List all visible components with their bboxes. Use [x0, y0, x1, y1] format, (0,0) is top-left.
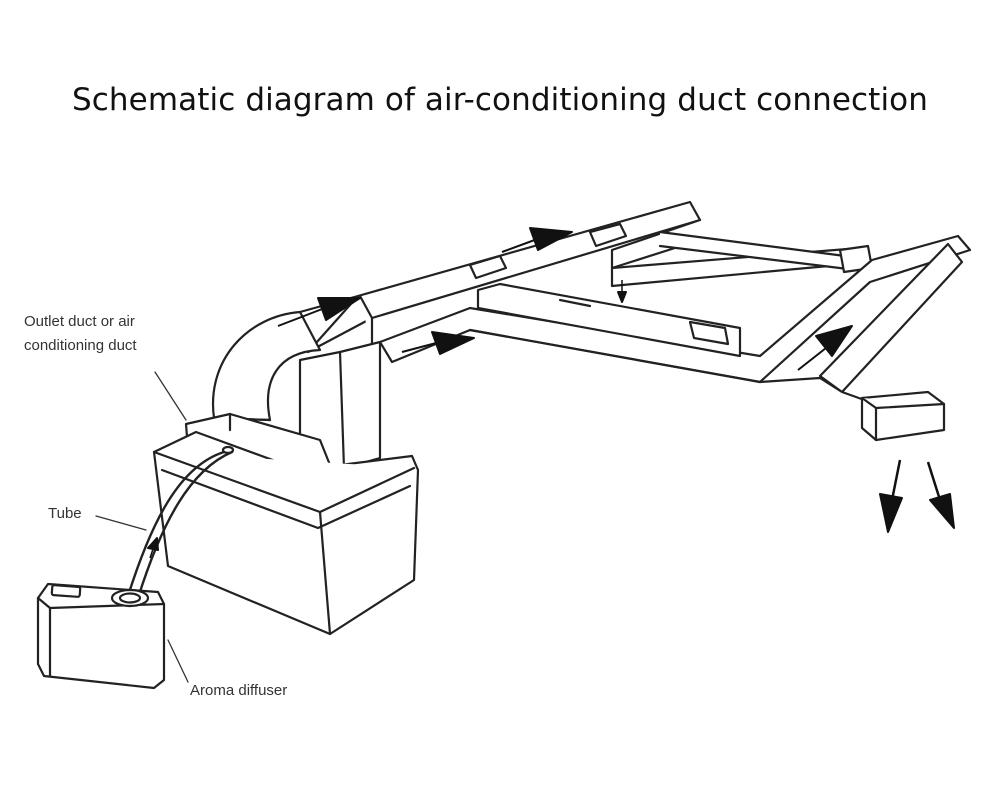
tube-leader — [95, 515, 147, 531]
arrow-icon — [401, 331, 475, 355]
arrow-icon — [501, 227, 573, 253]
arrow-icon — [147, 537, 159, 559]
tube — [126, 445, 235, 600]
aroma-diffuser-device — [36, 582, 166, 690]
arrow-icon — [879, 459, 903, 533]
duct-network — [184, 200, 972, 490]
arrow-icon — [797, 325, 853, 371]
aroma-diffuser-label: Aroma diffuser — [190, 682, 287, 699]
aroma-diffuser-leader — [167, 639, 189, 683]
air-handler-unit — [152, 430, 420, 636]
outlet-duct-leader — [154, 371, 187, 421]
label-leaders — [95, 371, 189, 683]
outlet-duct-label-line1: Outlet duct or air — [24, 313, 135, 330]
diagram-title: Schematic diagram of air-conditioning du… — [72, 82, 928, 118]
tube-label: Tube — [48, 505, 82, 522]
arrow-icon — [617, 280, 627, 303]
outlet-duct-label-line2: conditioning duct — [24, 337, 137, 354]
airflow-arrows — [147, 227, 955, 559]
arrow-icon — [277, 297, 361, 327]
arrow-icon — [926, 461, 955, 529]
